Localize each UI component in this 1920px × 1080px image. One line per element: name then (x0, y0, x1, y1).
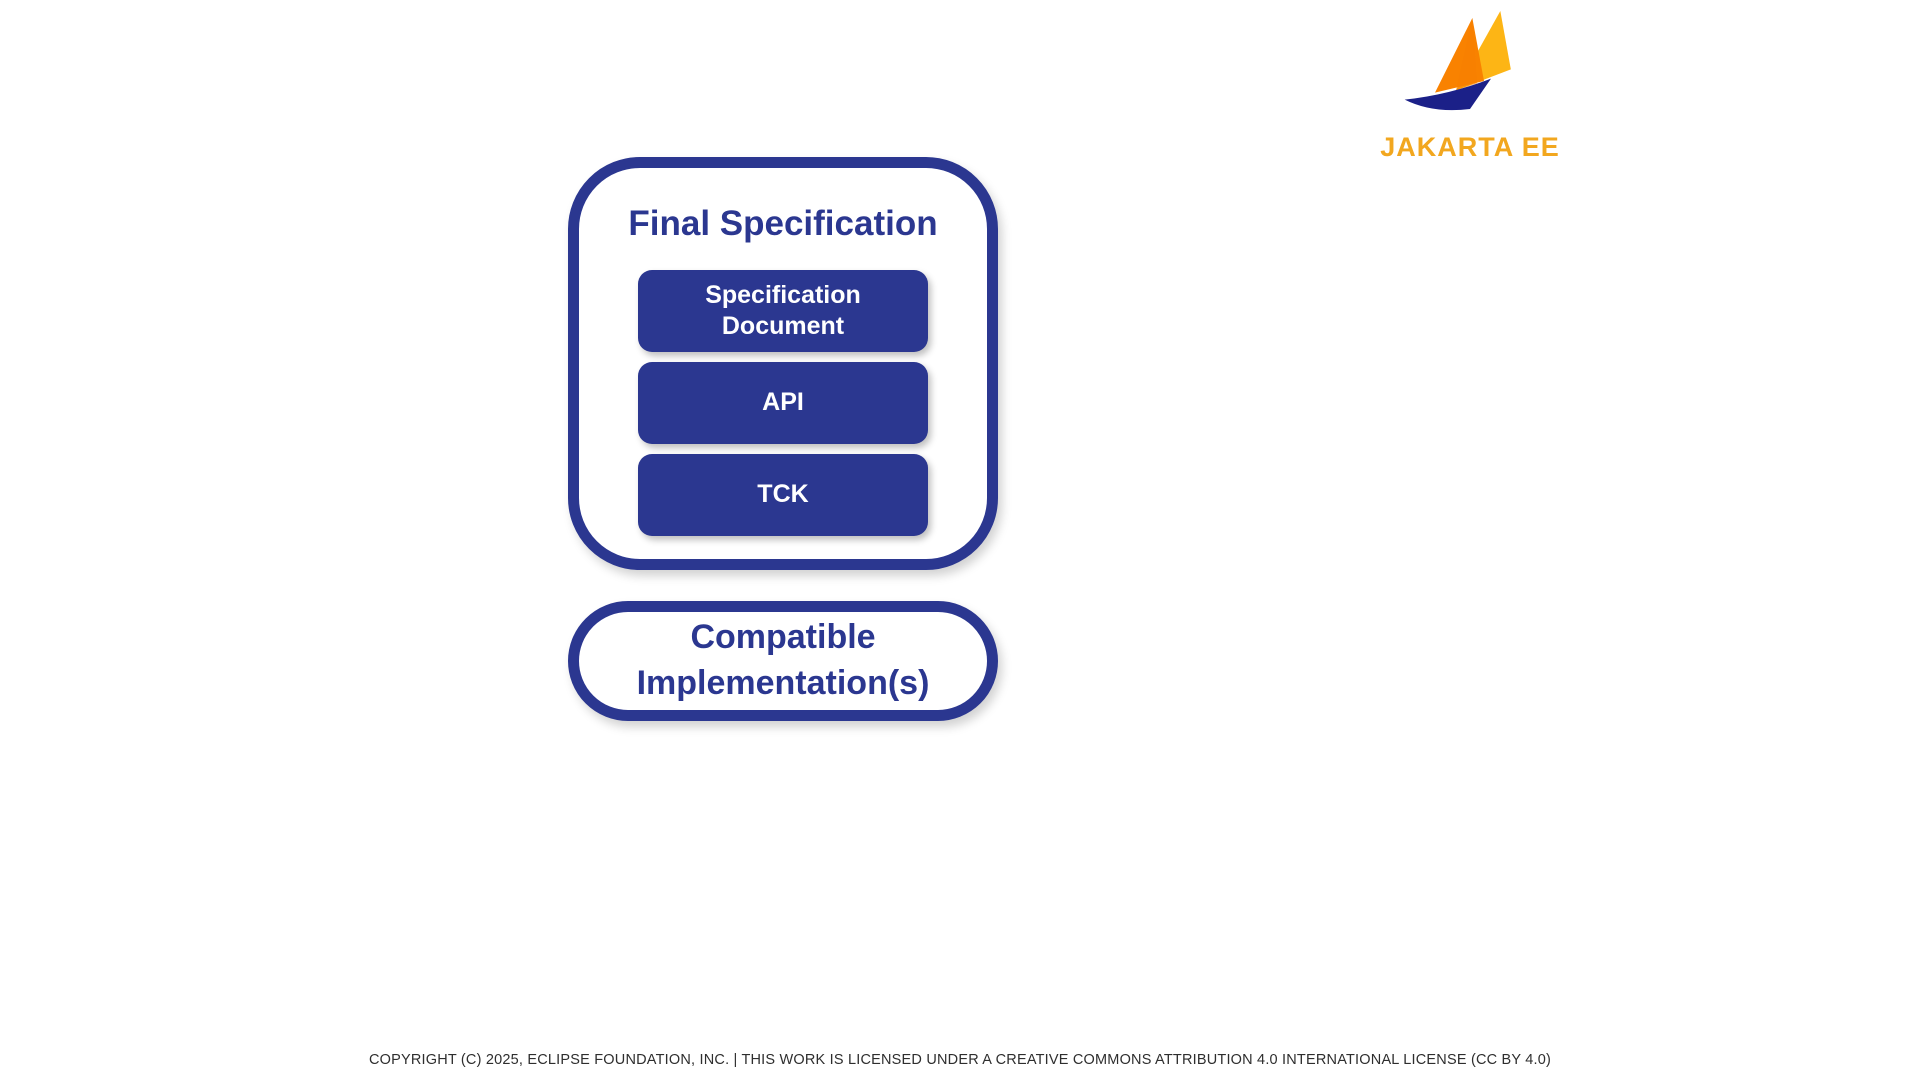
final-specification-items: Specification Document API TCK (638, 270, 928, 536)
spec-box-specification-document: Specification Document (638, 270, 928, 352)
final-specification-title: Final Specification (628, 204, 938, 243)
spec-box-label: API (762, 388, 804, 417)
jakarta-ee-sailboat-icon (1404, 11, 1511, 111)
jakarta-ee-logo: JAKARTA EE (1380, 8, 1559, 168)
final-specification-container: Final Specification Specification Docume… (568, 157, 998, 570)
compatible-implementations-label: Compatible Implementation(s) (636, 618, 930, 702)
copyright-footer: COPYRIGHT (C) 2025, ECLIPSE FOUNDATION, … (368, 1052, 1552, 1068)
compatible-implementations-pill: Compatible Implementation(s) (568, 601, 998, 721)
spec-box-api: API (638, 362, 928, 444)
spec-box-label: TCK (757, 480, 809, 509)
spec-box-label: Specification Document (705, 280, 861, 340)
spec-box-tck: TCK (638, 454, 928, 536)
jakarta-ee-wordmark: JAKARTA EE (1380, 132, 1560, 162)
